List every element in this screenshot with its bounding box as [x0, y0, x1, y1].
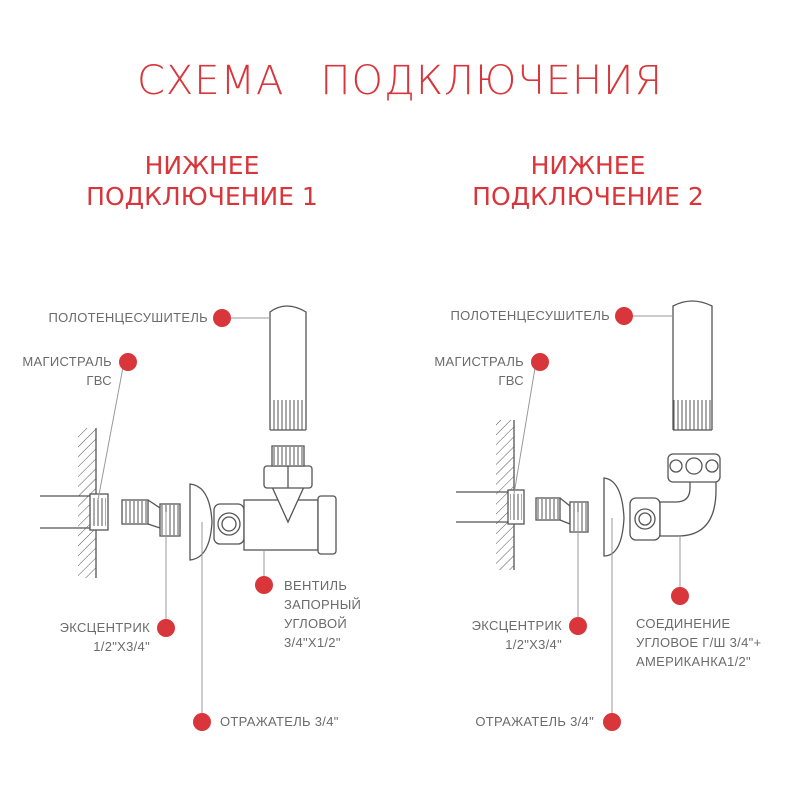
scheme-1-drawing [40, 305, 337, 578]
label-eccentric-2: ЭКСЦЕНТРИК 1/2"Х3/4" [471, 618, 562, 652]
label-fitting-2: СОЕДИНЕНИЕ УГЛОВОЕ Г/Ш 3/4"+ АМЕРИКАНКА1… [636, 616, 762, 669]
scheme-1-title: НИЖНЕЕ ПОДКЛЮЧЕНИЕ 1 [86, 151, 318, 211]
label-reflector-1: ОТРАЖАТЕЛЬ 3/4" [220, 714, 339, 729]
marker-dot [671, 587, 689, 605]
main-pipe [456, 489, 525, 525]
scheme-2-markers [531, 307, 689, 731]
marker-dot [569, 617, 587, 635]
label-main-line-2: МАГИСТРАЛЬ ГВС [434, 354, 524, 388]
scheme-2-leaders [513, 315, 681, 722]
label-fitting-1: ВЕНТИЛЬ ЗАПОРНЫЙ УГЛОВОЙ 3/4"Х1/2" [284, 578, 362, 650]
towel-dryer-pipe [269, 305, 307, 431]
eccentric-fitting [535, 497, 589, 533]
angle-connector [629, 453, 721, 541]
label-towel-dryer-1: ПОЛОТЕНЦЕСУШИТЕЛЬ [48, 310, 208, 325]
towel-dryer-pipe [672, 300, 713, 431]
marker-dot [213, 309, 231, 327]
marker-dot [615, 307, 633, 325]
marker-dot [255, 576, 273, 594]
scheme-1-markers [119, 309, 273, 731]
label-main-line-1: МАГИСТРАЛЬ ГВС [22, 354, 112, 388]
scheme-2-title: НИЖНЕЕ ПОДКЛЮЧЕНИЕ 2 [472, 151, 704, 211]
label-towel-dryer-2: ПОЛОТЕНЦЕСУШИТЕЛЬ [450, 308, 610, 323]
label-reflector-2: ОТРАЖАТЕЛЬ 3/4" [475, 714, 594, 729]
reflector [189, 483, 213, 561]
marker-dot [603, 713, 621, 731]
eccentric-fitting [121, 499, 181, 537]
marker-dot [531, 353, 549, 371]
scheme-1-leaders [97, 317, 270, 722]
angle-valve [213, 445, 337, 555]
marker-dot [157, 619, 175, 637]
main-pipe [40, 493, 109, 531]
reflector [603, 477, 625, 557]
label-eccentric-1: ЭКСЦЕНТРИК 1/2"Х3/4" [59, 620, 150, 654]
marker-dot [193, 713, 211, 731]
marker-dot [119, 353, 137, 371]
scheme-2-drawing [456, 300, 721, 570]
